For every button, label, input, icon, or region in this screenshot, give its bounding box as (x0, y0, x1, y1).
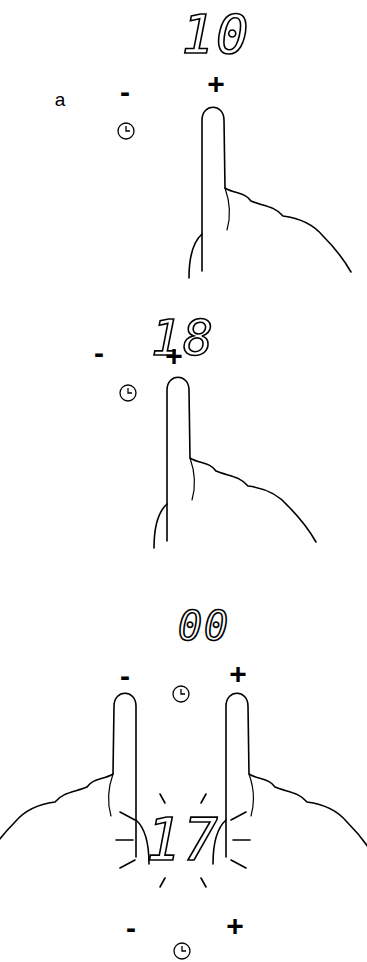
step-letter: a (55, 90, 66, 109)
minus-key: - (120, 661, 130, 691)
minus-key: - (126, 913, 136, 943)
pointing-hand (154, 377, 316, 548)
pointing-hand (189, 107, 351, 278)
plus-key: + (226, 911, 244, 941)
display-digits: 18 (151, 313, 215, 363)
timer-symbol (118, 123, 134, 139)
timer-symbol (120, 385, 136, 401)
pointing-hand (0, 693, 149, 864)
timer-symbol (174, 943, 190, 959)
plus-key: + (207, 69, 225, 99)
display-digits: 10 (181, 8, 250, 62)
blink-rays (116, 794, 250, 887)
plus-key: + (229, 659, 247, 689)
display-digits: 00 (178, 606, 230, 646)
minus-key: - (120, 77, 130, 107)
blinking-digits: 17 (146, 811, 220, 869)
plus-key: + (165, 341, 183, 371)
timer-symbol (173, 686, 189, 702)
minus-key: - (94, 338, 104, 368)
pointing-hand (213, 693, 367, 864)
